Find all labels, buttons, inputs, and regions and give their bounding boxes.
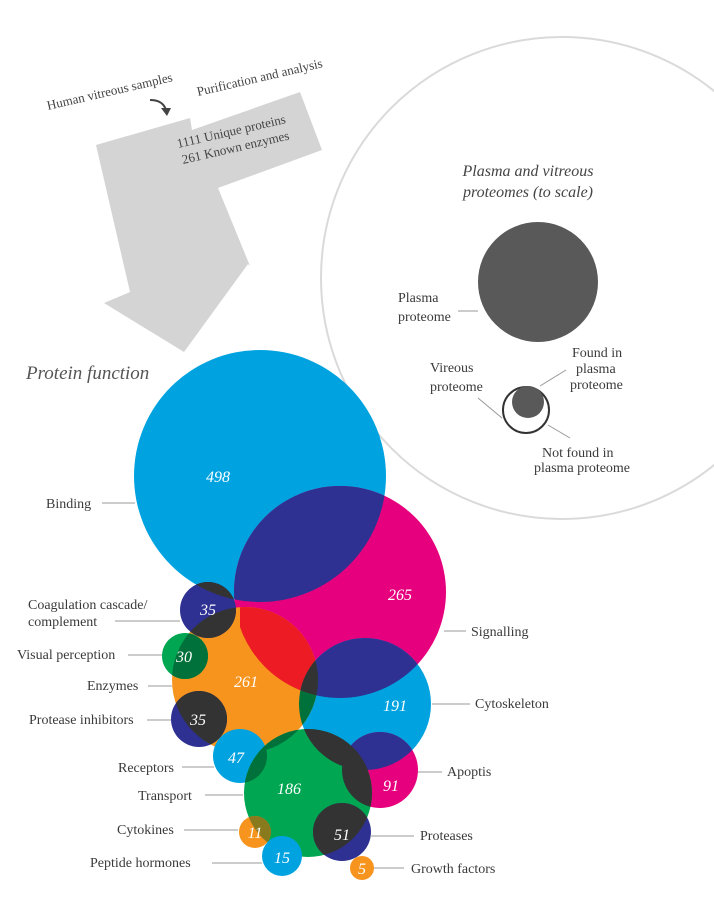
flow-samples-label: Human vitreous samples [45,69,174,113]
vitreous-label-line2: proteome [430,380,483,395]
category-labels: Binding Signalling Coagulation cascade/ … [17,497,549,877]
cytokines-value: 11 [248,825,263,842]
proteome-inset: Plasma and vitreous proteomes (to scale)… [320,36,714,520]
flow-process-label: Purification and analysis [195,55,324,99]
cyto-transport-overlap [299,729,372,770]
plasma-label-line2: proteome [398,310,451,325]
plasma-label-line1: Plasma [398,291,439,306]
notfound-label-line1: Not found in [542,446,614,461]
growth-factors-label: Growth factors [411,862,495,877]
flow-arrow [96,92,322,352]
cytoskeleton-value: 191 [383,698,407,715]
function-title: Protein function [25,363,149,384]
binding-value: 498 [206,469,230,486]
protease-inhibitors-value: 35 [189,712,206,729]
bubble-cluster: 498 265 35 30 261 191 35 47 91 186 11 51… [134,350,446,880]
cytokines-label: Cytokines [117,823,174,838]
found-in-plasma-circle [512,386,544,418]
peptide-hormones-value: 15 [274,850,290,867]
found-label-line1: Found in [572,346,622,361]
coagulation-label-line2: complement [28,615,97,630]
enzymes-value: 261 [234,674,258,691]
visual-perception-label: Visual perception [17,648,115,663]
found-label-line3: proteome [570,378,623,393]
inset-border-circle [320,36,714,520]
transport-label: Transport [138,789,192,804]
vitreous-label-line1: Vireous [430,361,473,376]
flow-arrow-shape [96,92,322,352]
protease-inhibitors-label: Protease inhibitors [29,713,134,728]
proteases-label: Proteases [420,829,473,844]
coagulation-value: 35 [199,602,216,619]
plasma-proteome-circle [478,222,598,342]
notfound-leader [547,424,571,439]
signalling-value: 265 [388,587,412,604]
inset-title-line2: proteomes (to scale) [462,184,593,201]
receptors-label: Receptors [118,761,174,776]
cyto-overlaps [299,729,418,770]
cyto-apoptis-overlap [342,732,418,770]
receptors-value: 47 [228,750,245,767]
transport-value: 186 [277,781,301,798]
visual-perception-value: 30 [175,649,192,666]
vitreous-leader [477,397,503,419]
coagulation-label-line1: Coagulation cascade/ [28,598,147,613]
binding-label: Binding [46,497,91,512]
found-leader [539,369,567,387]
peptide-hormones-label: Peptide hormones [90,856,191,871]
notfound-label-line2: plasma proteome [534,461,630,476]
inset-title-line1: Plasma and vitreous [462,163,594,180]
curved-arrow-head-icon [161,108,171,116]
apoptis-label: Apoptis [447,765,491,780]
signalling-label: Signalling [471,625,529,640]
growth-factors-bubble [350,856,374,880]
found-label-line2: plasma [576,362,616,377]
cytoskeleton-label: Cytoskeleton [475,697,549,712]
proteases-value: 51 [334,827,350,844]
apoptis-value: 91 [383,778,399,795]
enzymes-label: Enzymes [87,679,138,694]
growth-factors-value: 5 [358,861,366,878]
